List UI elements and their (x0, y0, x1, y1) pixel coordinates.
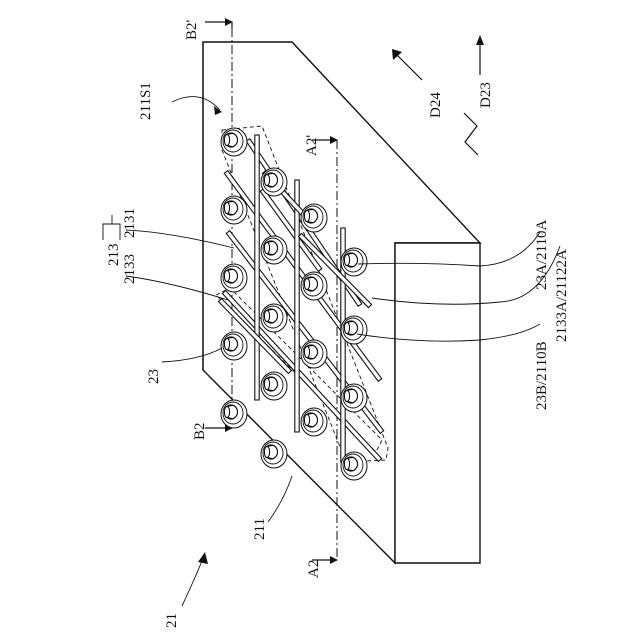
pad (341, 248, 367, 276)
pad-bump-top (304, 210, 309, 221)
pad-bump-top (224, 406, 229, 417)
pad-bump-top (264, 174, 269, 185)
pad (301, 272, 327, 300)
pad (261, 372, 287, 400)
pad (221, 264, 247, 292)
pad-bump-top (264, 446, 269, 457)
bracket-213 (103, 215, 120, 240)
label-2133a-21122a: 2133A/21122A (554, 249, 570, 342)
pad (341, 384, 367, 412)
pad (261, 304, 287, 332)
label-group-213: 213 (106, 244, 122, 267)
strip-vertical (295, 180, 299, 432)
pad (221, 196, 247, 224)
pad (301, 340, 327, 368)
pad-bump-top (344, 390, 349, 401)
a2-bottom-arrowhead (330, 556, 338, 564)
pad (261, 236, 287, 264)
pad (341, 316, 367, 344)
direction-break-symbol (464, 113, 478, 155)
pad (221, 400, 247, 428)
label-b2-top: B2' (184, 19, 200, 40)
leader-211 (268, 476, 292, 522)
pad (341, 452, 367, 480)
label-23: 23 (146, 369, 162, 384)
leader-21-arrow (198, 552, 208, 564)
label-d23: D23 (478, 82, 494, 108)
label-d24: D24 (428, 92, 444, 118)
pad (301, 204, 327, 232)
label-211: 211 (252, 518, 268, 540)
pad-bump-top (264, 242, 269, 253)
pad (261, 440, 287, 468)
pad (301, 408, 327, 436)
substrate-front-face (395, 243, 480, 563)
label-23a-2110a: 23A/2110A (534, 220, 550, 290)
pad-bump-top (224, 338, 229, 349)
label-surface-211s1: 211S1 (138, 82, 154, 120)
label-2133: 2133 (122, 254, 138, 284)
label-a2-top: A2' (304, 135, 320, 156)
label-23b-2110b: 23B/2110B (534, 341, 550, 410)
pad-bump-top (344, 254, 349, 265)
label-2131: 2131 (122, 208, 138, 238)
pad (221, 332, 247, 360)
pad (261, 168, 287, 196)
label-a2-bottom: A2 (306, 560, 322, 578)
pad-bump-top (224, 134, 229, 145)
d24-arrow-shaft (394, 52, 422, 80)
pad-bump-top (264, 310, 269, 321)
pad-bump-top (304, 346, 309, 357)
pad-bump-top (264, 378, 269, 389)
label-b2-bottom: B2 (192, 422, 208, 440)
pad-bump-top (304, 414, 309, 425)
pad (221, 128, 247, 156)
pad-bump-top (344, 322, 349, 333)
d23-arrowhead (476, 35, 484, 45)
pad-bump-top (224, 270, 229, 281)
pad-bump-top (224, 202, 229, 213)
leader-21 (182, 556, 204, 606)
pad-bump-top (304, 278, 309, 289)
pad-bump-top (344, 458, 349, 469)
label-21: 21 (164, 613, 180, 628)
strip-vertical (255, 135, 259, 400)
